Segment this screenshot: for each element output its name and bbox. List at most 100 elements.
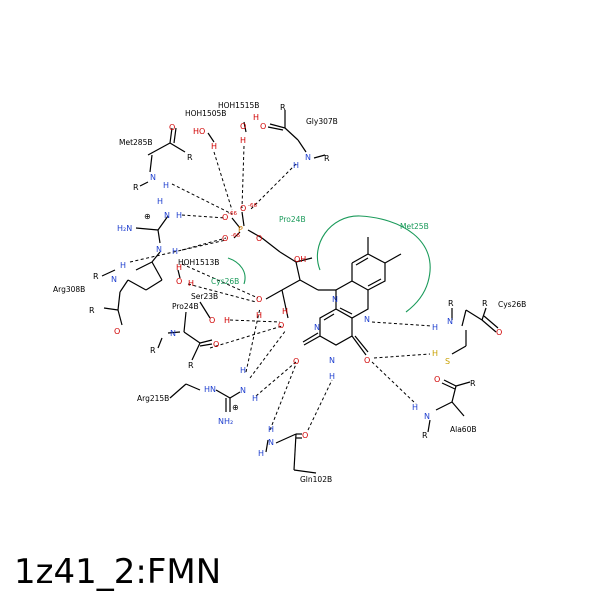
met285b-r2: R xyxy=(133,183,139,192)
gln102b-h2: H xyxy=(258,449,264,458)
met285b-n: N xyxy=(150,173,156,182)
hoh1513b-h1: H xyxy=(176,263,182,272)
label-hoh1505b: HOH1505B xyxy=(185,109,226,118)
gly307b-h: H xyxy=(293,161,299,170)
gln102b-o: O xyxy=(302,431,308,440)
arg215b-n: N xyxy=(210,385,216,394)
cys26b-h-sg: H xyxy=(432,349,438,358)
label-pro24b-lower: Pro24B xyxy=(172,302,199,311)
pro24b-r2: R xyxy=(188,361,194,370)
arg215b-n2: N xyxy=(240,386,246,395)
op1-charge: -66 xyxy=(228,211,237,217)
hoh1513b-o: O xyxy=(176,277,182,286)
cys26b-r2: R xyxy=(482,299,488,308)
hoh1513b-h2: H xyxy=(188,279,194,288)
arg215b-h2: H xyxy=(252,394,258,403)
met285b-h: H xyxy=(163,181,169,190)
residue-atoms: O R N H R HO H O H H R O N H R ⊕ H N H H… xyxy=(89,103,502,458)
cys26b-n: N xyxy=(447,317,453,326)
ala60b-n: N xyxy=(424,412,430,421)
label-cys26b-hydrophobic: Cys26B xyxy=(211,277,239,286)
arg308b-r2: R xyxy=(89,306,95,315)
hoh1505b-h: H xyxy=(211,142,217,151)
ligand-atoms: N N N N H O O OH O O H H P O O O O -66 -… xyxy=(222,203,370,381)
ala60b-o: O xyxy=(434,375,440,384)
diagram-caption: 1z41_2:FMN xyxy=(14,552,222,592)
arg308b-o: O xyxy=(114,327,120,336)
pro24b-o: O xyxy=(213,340,219,349)
gly307b-r: R xyxy=(280,103,286,112)
o5-atom: O xyxy=(256,234,262,243)
ser23b-o: O xyxy=(209,316,215,325)
op2-atom: O xyxy=(240,204,246,213)
hoh1515b-h2: H xyxy=(240,136,246,145)
arg308b-nh-h: H xyxy=(176,211,182,220)
met285b-o: O xyxy=(169,123,175,132)
label-met25b-hydrophobic: Met25B xyxy=(400,222,429,231)
arg308b-nh: N xyxy=(164,211,170,220)
label-met285b: Met285B xyxy=(119,138,153,147)
o4-ribityl-atom: OH xyxy=(294,255,306,264)
label-hoh1513b: HOH1513B xyxy=(178,258,219,267)
hydrogen-bonds xyxy=(129,145,433,431)
ala60b-r2: R xyxy=(422,431,428,440)
hoh1515b-h1: H xyxy=(253,113,259,122)
n5-atom: N xyxy=(364,315,370,324)
label-pro24b-hydrophobic: Pro24B xyxy=(279,215,306,224)
hydrophobic-contacts xyxy=(227,215,431,313)
o2-ribityl-atom: O xyxy=(278,321,284,330)
label-gly307b: Gly307B xyxy=(306,117,338,126)
residue-labels: Met285B Gly307B HOH1505B HOH1515B HOH151… xyxy=(53,101,526,484)
label-arg308b: Arg308B xyxy=(53,285,85,294)
arg215b-nh2: NH₂ xyxy=(218,417,233,426)
hoh1505b-o: HO xyxy=(193,127,205,136)
ala60b-r: R xyxy=(470,379,476,388)
arg308b-ne: N xyxy=(156,245,162,254)
op3-charge: -66 xyxy=(231,233,240,239)
pro24b-n: N xyxy=(170,329,176,338)
hoh1515b-o: O xyxy=(240,122,246,131)
met285b-r: R xyxy=(187,153,193,162)
phosphorus-atom: P xyxy=(238,225,243,234)
label-cys26b: Cys26B xyxy=(498,300,526,309)
gln102b-n: N xyxy=(268,438,274,447)
cys26b-h: H xyxy=(432,323,438,332)
arg308b-ne-h: H xyxy=(172,247,178,256)
pro24b-r: R xyxy=(150,346,156,355)
label-hoh1515b: HOH1515B xyxy=(218,101,259,110)
o3-ribityl-atom: O xyxy=(256,295,262,304)
ligand-bonds xyxy=(231,211,402,356)
op3-atom: O xyxy=(222,234,228,243)
o4-atom: O xyxy=(364,356,370,365)
op1-atom: O xyxy=(222,213,228,222)
n3-h-atom: H xyxy=(329,372,335,381)
label-ala60b: Ala60B xyxy=(450,425,477,434)
cys26b-r: R xyxy=(448,299,454,308)
gly307b-r2: R xyxy=(324,154,330,163)
residue-bonds xyxy=(101,110,499,474)
arg308b-plus: ⊕ xyxy=(144,212,151,221)
cys26b-o: O xyxy=(496,328,502,337)
arg308b-backbone-h: H xyxy=(120,261,126,270)
arg308b-h2n: H₂N xyxy=(117,224,132,233)
ala60b-h: H xyxy=(412,403,418,412)
arg308b-r: R xyxy=(93,272,99,281)
gly307b-n: N xyxy=(305,153,311,162)
arg215b-nh: H xyxy=(204,385,210,394)
cys26b-s: S xyxy=(445,357,450,366)
n10-atom: N xyxy=(332,295,338,304)
gln102b-h1: H xyxy=(268,425,274,434)
ser23b-h: H xyxy=(224,316,230,325)
n1-atom: N xyxy=(314,323,320,332)
label-arg215b: Arg215B xyxy=(137,394,169,403)
gly307b-o: O xyxy=(260,122,266,131)
o3-h-atom: H xyxy=(256,311,262,320)
arg308b-h-top: H xyxy=(157,197,163,206)
arg308b-backbone-n: N xyxy=(111,275,117,284)
o2-atom: O xyxy=(293,357,299,366)
label-gln102b: Gln102B xyxy=(300,475,332,484)
n3-atom: N xyxy=(329,356,335,365)
op2-charge: -66 xyxy=(248,203,257,209)
arg215b-plus: ⊕ xyxy=(232,403,239,412)
